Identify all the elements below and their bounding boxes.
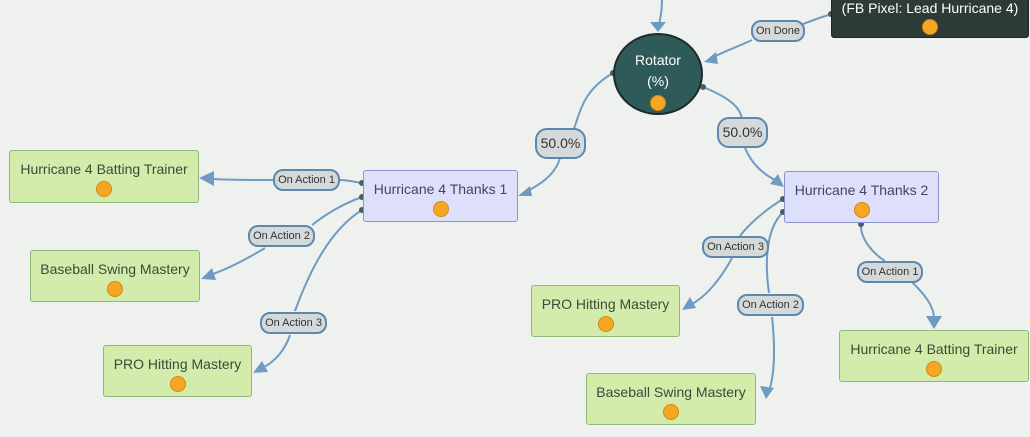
on-done-arrowhead [704,52,718,64]
right-pro-hitting-node[interactable]: PRO Hitting Mastery [531,285,680,337]
right-action2-connector-b [769,316,776,389]
status-dot [107,281,123,297]
split-left-connector-b [524,157,561,193]
right-action3-connector-a [739,198,784,237]
split-right-connector-b [744,147,776,181]
right-batting-trainer-label: Hurricane 4 Batting Trainer [850,341,1018,357]
thanks-1-label: Hurricane 4 Thanks 1 [373,181,508,197]
rotator-subtitle: (%) [647,73,669,89]
right-action1-arrowhead [926,316,942,329]
fb-pixel-label: (FB Pixel: Lead Hurricane 4) [841,0,1019,16]
status-dot [432,201,449,217]
split-left-arrowhead [518,186,532,196]
left-action2-connector-b [209,247,266,276]
left-action3-connector-b [261,334,291,369]
rotator-port-right [700,84,706,90]
split-left-connector-a [569,72,614,136]
left-action2-arrowhead [201,268,216,280]
left-action2-connector-a [311,196,363,226]
status-dot [853,202,870,218]
left-action3-label[interactable]: On Action 3 [260,312,327,334]
split-right-label[interactable]: 50.0% [717,117,768,148]
status-dot [597,316,614,332]
right-action2-arrowhead [760,386,774,399]
status-dot [96,181,112,197]
right-action1-connector-a [859,223,886,262]
status-dot [663,404,679,420]
rotator-title: Rotator [635,52,681,68]
status-dot [926,361,942,377]
split-left-label[interactable]: 50.0% [535,128,586,159]
left-action1-arrowhead [199,171,214,186]
right-pro-hitting-label: PRO Hitting Mastery [541,296,670,312]
thanks-2-label: Hurricane 4 Thanks 2 [794,182,929,198]
right-action1-connector-b [911,281,935,318]
status-dot [922,19,938,35]
left-action3-arrowhead [253,361,268,373]
right-baseball-swing-node[interactable]: Baseball Swing Mastery [586,373,756,425]
on-done-connector-b [711,39,753,59]
thanks-1-node[interactable]: Hurricane 4 Thanks 1 [363,170,518,222]
left-batting-trainer-node[interactable]: Hurricane 4 Batting Trainer [9,150,199,203]
on-done-label[interactable]: On Done [751,20,805,42]
left-batting-trainer-label: Hurricane 4 Batting Trainer [20,161,188,177]
split-right-arrowhead [770,174,784,187]
right-batting-trainer-node[interactable]: Hurricane 4 Batting Trainer [839,330,1029,382]
split-right-connector-a [702,86,743,119]
right-action2-label[interactable]: On Action 2 [737,294,804,316]
status-dot [650,95,666,111]
right-action3-label[interactable]: On Action 3 [702,236,769,258]
status-dot [169,376,186,392]
right-action1-label[interactable]: On Action 1 [857,261,923,283]
thanks-2-node[interactable]: Hurricane 4 Thanks 2 [784,171,939,223]
left-baseball-swing-label: Baseball Swing Mastery [40,261,190,277]
right-action3-connector-b [689,257,733,306]
right-action2-connector-a [765,211,784,294]
left-pro-hitting-node[interactable]: PRO Hitting Mastery [103,345,252,397]
rotator-node[interactable]: Rotator (%) [613,33,703,115]
right-action3-arrowhead [682,297,696,310]
left-pro-hitting-label: PRO Hitting Mastery [113,356,242,372]
fb-pixel-node[interactable]: (FB Pixel: Lead Hurricane 4) [831,0,1029,38]
right-baseball-swing-label: Baseball Swing Mastery [596,384,746,400]
left-action3-connector-a [294,209,363,312]
left-action1-label[interactable]: On Action 1 [273,169,340,191]
left-action1-connector-b [211,178,274,181]
incoming-arrowhead [650,22,666,32]
left-action1-connector-a [339,179,363,184]
left-action2-label[interactable]: On Action 2 [248,225,315,247]
left-baseball-swing-node[interactable]: Baseball Swing Mastery [30,250,200,302]
